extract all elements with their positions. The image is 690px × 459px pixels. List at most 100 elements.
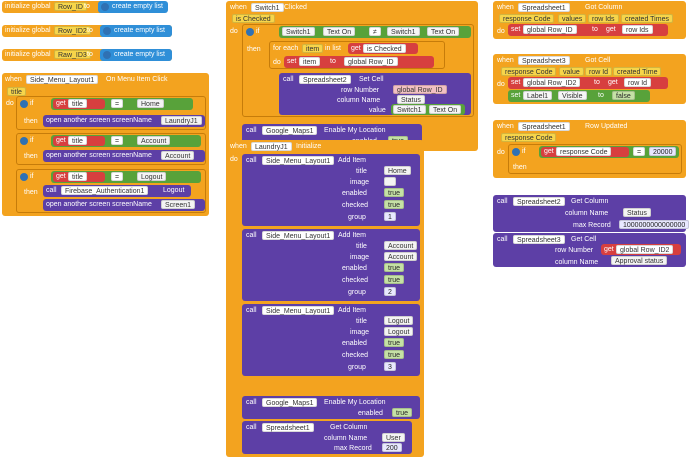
firebase-dropdown[interactable]: Firebase_Authentication1	[61, 186, 149, 195]
get-global-block[interactable]: get global Row_ID2	[601, 244, 681, 255]
set-property-dropdown[interactable]: Visible	[558, 91, 587, 100]
get-block[interactable]: get title	[53, 99, 105, 109]
get-global-dropdown[interactable]: global Row_ID	[344, 57, 398, 66]
enabled-value[interactable]: true	[384, 188, 405, 197]
gear-icon[interactable]	[20, 100, 28, 108]
rhs-component-dropdown[interactable]: Switch1	[387, 27, 420, 36]
get-var-dropdown[interactable]: row Id	[624, 78, 652, 87]
rhs-property-dropdown[interactable]: Text On	[427, 27, 460, 36]
row-value[interactable]: global Row_ID	[393, 85, 447, 94]
var-dropdown[interactable]: title	[68, 136, 87, 145]
create-empty-list-block[interactable]: create empty list	[100, 49, 172, 61]
compare-block[interactable]: get title = Home	[51, 98, 193, 110]
operator-dropdown[interactable]: =	[111, 136, 124, 145]
foreach-block[interactable]: for each item in list get is Checked do …	[269, 41, 445, 69]
column-value[interactable]: Approval status	[611, 256, 668, 265]
max-record-value[interactable]: 200	[382, 443, 402, 452]
lhs-component-dropdown[interactable]: Switch1	[282, 27, 315, 36]
string-value[interactable]: Home	[137, 99, 164, 108]
set-label-visible-block[interactable]: set Label1 Visible to false	[508, 90, 650, 102]
image-value[interactable]	[384, 177, 396, 186]
max-record-value[interactable]: 1000000000000000	[619, 220, 690, 229]
maps-dropdown[interactable]: Google_Maps1	[262, 398, 318, 407]
image-value[interactable]: Account	[384, 252, 418, 261]
operator-dropdown[interactable]: =	[111, 172, 124, 181]
sheet-dropdown[interactable]: Spreadsheet2	[299, 75, 351, 84]
param-response-code[interactable]: response Code	[501, 67, 557, 76]
not-equal-block[interactable]: Switch1 Text On ≠ Switch1 Text On	[279, 26, 471, 38]
enabled-value[interactable]: true	[384, 338, 405, 347]
component-dropdown[interactable]: Spreadsheet1	[518, 3, 570, 12]
set-block[interactable]: set global Row_ID to get row Ids	[508, 24, 668, 36]
gear-icon[interactable]	[103, 51, 111, 59]
column-value[interactable]: User	[382, 433, 405, 442]
set-row-id2-block[interactable]: set global Row_ID2 to get row Id	[508, 77, 668, 89]
firebase-logout-block[interactable]: call Firebase_Authentication1 Logout	[43, 185, 191, 197]
sheet3-got-cell-event[interactable]: when Spreadsheet3 Got Cell response Code…	[493, 54, 686, 104]
var-dropdown[interactable]: title	[68, 99, 87, 108]
string-value[interactable]: Logout	[137, 172, 167, 181]
param-row-ids[interactable]: row Ids	[588, 14, 619, 23]
screen-name-value[interactable]: LaundryJ1	[161, 116, 202, 125]
gear-icon[interactable]	[20, 137, 28, 145]
param-title[interactable]: title	[7, 87, 26, 96]
component-dropdown[interactable]: Switch1	[251, 3, 284, 12]
sheet1-row-updated-event[interactable]: when Spreadsheet1 Row Updated response C…	[493, 120, 686, 178]
if-block-home[interactable]: if get title = Home then open another sc…	[16, 96, 206, 130]
set-block[interactable]: set item to global Row_ID	[284, 56, 434, 68]
component-dropdown[interactable]: Spreadsheet3	[518, 56, 570, 65]
gear-icon[interactable]	[512, 148, 520, 156]
sheet3-get-cell-block[interactable]: call Spreadsheet3 Get Cell row Number ge…	[493, 233, 686, 267]
menu-dropdown[interactable]: Side_Menu_Layout1	[262, 156, 335, 165]
group-value[interactable]: 1	[384, 212, 396, 221]
enabled-value[interactable]: true	[392, 408, 413, 417]
component-dropdown[interactable]: Side_Menu_Layout1	[26, 75, 99, 84]
param-values[interactable]: values	[558, 14, 587, 23]
sheet-dropdown[interactable]: Spreadsheet3	[513, 235, 565, 244]
global-row-id-block[interactable]: initialize global Row_ID to create empty…	[2, 1, 168, 13]
lhs-property-dropdown[interactable]: Text On	[323, 27, 356, 36]
param-is-checked[interactable]: is Checked	[232, 14, 275, 23]
value-property-dropdown[interactable]: Text On	[429, 105, 462, 114]
create-empty-list-block[interactable]: create empty list	[98, 1, 168, 13]
component-dropdown[interactable]: Spreadsheet1	[518, 122, 570, 131]
if-block[interactable]: if get response Code = 20000 then	[508, 144, 682, 174]
global-row-id2-block[interactable]: initialize global Row_ID2 to create empt…	[2, 25, 172, 37]
if-block-logout[interactable]: if get title = Logout then call Firebase…	[16, 169, 206, 213]
get-block[interactable]: get title	[53, 136, 105, 146]
get-block[interactable]: get title	[53, 172, 105, 182]
param-response-code[interactable]: response Code	[499, 14, 555, 23]
add-item-block-home[interactable]: call Side_Menu_Layout1 Add Item title Ho…	[242, 154, 420, 226]
compare-block[interactable]: get title = Logout	[51, 171, 201, 183]
operator-dropdown[interactable]: =	[111, 99, 124, 108]
sheet1-got-column-event[interactable]: when Spreadsheet1 Got Column response Co…	[493, 1, 686, 39]
gear-icon[interactable]	[246, 28, 254, 36]
param-row-id[interactable]: row Id	[585, 67, 613, 76]
title-value[interactable]: Logout	[384, 316, 414, 325]
var-dropdown[interactable]: is Checked	[363, 44, 406, 53]
sheet2-get-column-block[interactable]: call Spreadsheet2 Get Column column Name…	[493, 195, 690, 232]
var-dropdown[interactable]: global Row_ID2	[616, 245, 674, 254]
gear-icon[interactable]	[103, 27, 111, 35]
sheet1-get-column-block[interactable]: call Spreadsheet1 Get Column column Name…	[242, 421, 412, 454]
title-value[interactable]: Home	[384, 166, 411, 175]
screen-name-value[interactable]: Account	[161, 151, 195, 160]
column-value[interactable]: Status	[397, 95, 425, 104]
set-component-dropdown[interactable]: Label1	[523, 91, 553, 100]
var-dropdown[interactable]: response Code	[556, 147, 612, 156]
image-value[interactable]: Logout	[384, 327, 414, 336]
sheet-dropdown[interactable]: Spreadsheet1	[262, 423, 314, 432]
set-cell-block[interactable]: call Spreadsheet2 Set Cell row Number gl…	[279, 73, 471, 115]
set-var-dropdown[interactable]: global Row_ID2	[523, 78, 581, 87]
set-var-dropdown[interactable]: item	[299, 57, 321, 66]
open-screen-block[interactable]: open another screen screenName LaundryJ1	[43, 115, 205, 127]
switch-click-event-block[interactable]: when Switch1 Clicked is Checked do if Sw…	[226, 1, 478, 151]
string-value[interactable]: Account	[137, 136, 171, 145]
sheet-dropdown[interactable]: Spreadsheet2	[513, 197, 565, 206]
checked-value[interactable]: true	[384, 275, 405, 284]
param-created-times[interactable]: created Times	[621, 14, 673, 23]
value-component-dropdown[interactable]: Switch1	[393, 105, 426, 114]
laundry-init-event-block[interactable]: when LaundryJ1 Initialize do call Side_M…	[226, 140, 424, 457]
open-screen-block[interactable]: open another screen screenName Screen1	[43, 199, 205, 211]
false-value[interactable]: false	[612, 91, 635, 100]
